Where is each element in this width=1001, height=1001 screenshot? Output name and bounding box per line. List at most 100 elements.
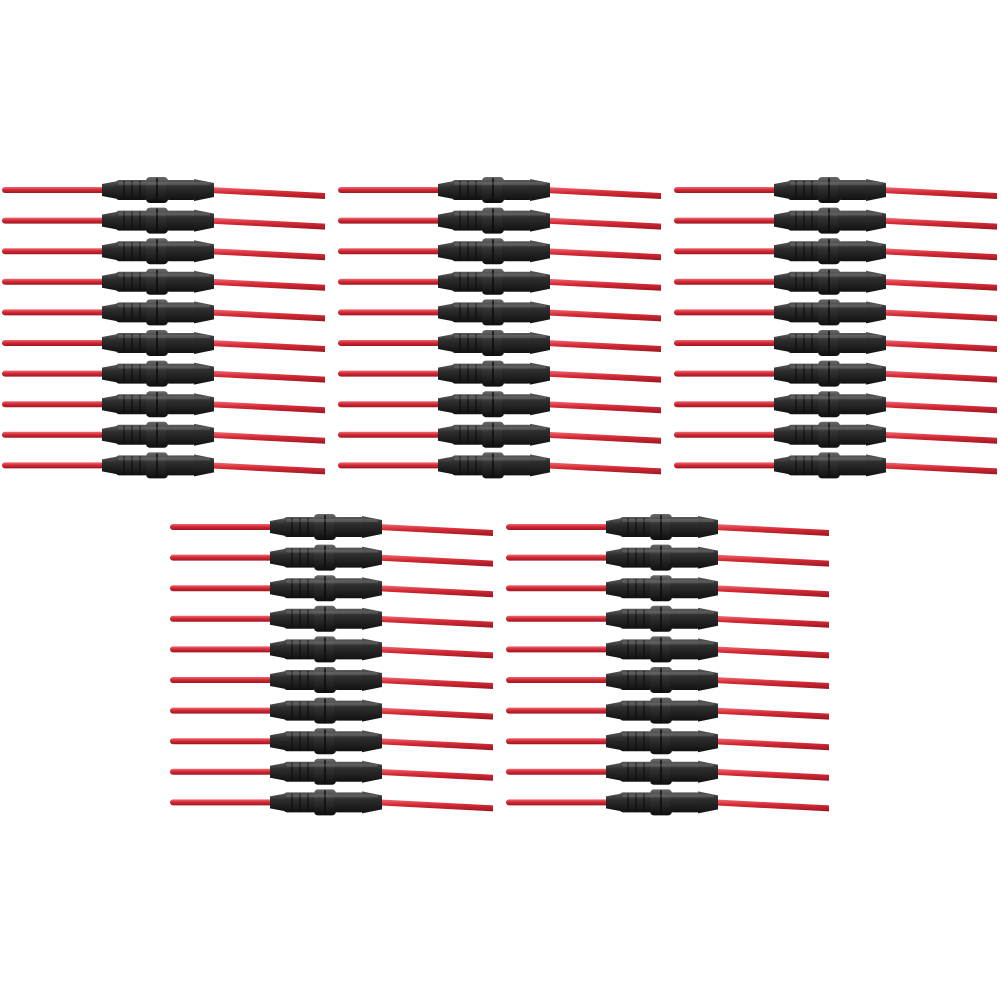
red-wire-left xyxy=(338,462,442,469)
red-wire-left xyxy=(506,677,610,683)
red-wire-left xyxy=(338,278,442,285)
fuse-holder-body xyxy=(774,360,886,387)
fuse-holder-body xyxy=(774,268,886,295)
fuse-holder-body xyxy=(606,789,718,816)
red-wire-right xyxy=(882,309,997,322)
red-wire-right xyxy=(714,585,829,598)
red-wire-left xyxy=(170,738,274,745)
red-wire-left xyxy=(506,585,610,592)
fuse-holder xyxy=(506,544,829,571)
fuse-holder xyxy=(2,207,325,234)
fuse-holder xyxy=(338,421,661,448)
fuse-holder xyxy=(2,330,325,356)
red-wire-right xyxy=(714,677,829,689)
fuse-holder-bundle-top-right xyxy=(674,177,997,479)
red-wire-right xyxy=(546,431,661,444)
red-wire-right xyxy=(714,799,829,812)
red-wire-left xyxy=(338,370,442,377)
fuse-holder-body xyxy=(270,667,382,693)
fuse-holder-bundle-top-left xyxy=(2,177,325,479)
fuse-holder xyxy=(338,207,661,234)
fuse-holder xyxy=(674,391,997,418)
red-wire-right xyxy=(378,524,493,536)
red-wire-left xyxy=(506,554,610,561)
fuse-holder xyxy=(506,789,829,816)
red-wire-right xyxy=(546,401,661,414)
fuse-holder-body xyxy=(102,421,214,448)
red-wire-left xyxy=(2,431,106,438)
red-wire-right xyxy=(378,768,493,781)
red-wire-left xyxy=(674,370,778,377)
fuse-holder-body xyxy=(606,514,718,540)
fuse-holder xyxy=(2,177,325,203)
red-wire-left xyxy=(170,768,274,775)
fuse-holder-body xyxy=(102,452,214,479)
red-wire-left xyxy=(674,309,778,316)
red-wire-right xyxy=(210,248,325,261)
red-wire-right xyxy=(378,615,493,628)
red-wire-right xyxy=(210,187,325,199)
red-wire-left xyxy=(170,585,274,592)
fuse-holder-body xyxy=(774,299,886,326)
fuse-holder-body xyxy=(606,605,718,632)
red-wire-right xyxy=(882,248,997,261)
red-wire-left xyxy=(506,615,610,622)
red-wire-right xyxy=(714,768,829,781)
fuse-holder-body xyxy=(102,360,214,387)
red-wire-right xyxy=(210,401,325,414)
red-wire-right xyxy=(882,217,997,230)
red-wire-left xyxy=(2,278,106,285)
fuse-holder-body xyxy=(438,238,550,265)
fuse-holder-body xyxy=(438,330,550,356)
red-wire-right xyxy=(378,554,493,567)
fuse-holder-body xyxy=(438,452,550,479)
fuse-holder xyxy=(170,514,493,540)
red-wire-right xyxy=(882,401,997,414)
red-wire-right xyxy=(378,677,493,689)
red-wire-right xyxy=(714,738,829,751)
red-wire-right xyxy=(378,585,493,598)
red-wire-right xyxy=(714,707,829,720)
fuse-holder xyxy=(674,452,997,479)
fuse-holder-body xyxy=(438,207,550,234)
fuse-holder xyxy=(506,697,829,724)
fuse-holder-body xyxy=(438,177,550,203)
red-wire-left xyxy=(170,615,274,622)
fuse-holder-body xyxy=(102,330,214,356)
fuse-holder xyxy=(338,360,661,387)
red-wire-left xyxy=(338,248,442,255)
red-wire-left xyxy=(2,248,106,255)
fuse-holder xyxy=(674,238,997,265)
red-wire-left xyxy=(506,738,610,745)
fuse-holder-body xyxy=(774,452,886,479)
fuse-holder xyxy=(2,299,325,326)
red-wire-left xyxy=(674,401,778,408)
fuse-holder xyxy=(170,544,493,571)
red-wire-right xyxy=(378,707,493,720)
fuse-holder-body xyxy=(438,360,550,387)
red-wire-right xyxy=(546,340,661,352)
red-wire-right xyxy=(210,278,325,291)
red-wire-left xyxy=(170,524,274,530)
fuse-holder xyxy=(2,268,325,295)
red-wire-left xyxy=(674,278,778,285)
fuse-holder-body xyxy=(270,728,382,755)
fuse-holder xyxy=(170,667,493,693)
fuse-holder xyxy=(506,758,829,785)
fuse-holder-body xyxy=(774,391,886,418)
fuse-holder xyxy=(506,667,829,693)
fuse-holder-body xyxy=(606,728,718,755)
fuse-holder xyxy=(2,238,325,265)
fuse-holder xyxy=(674,421,997,448)
red-wire-right xyxy=(882,370,997,383)
fuse-holder xyxy=(170,605,493,632)
fuse-holder-body xyxy=(102,177,214,203)
fuse-holder xyxy=(338,238,661,265)
red-wire-left xyxy=(2,370,106,377)
fuse-holder xyxy=(674,360,997,387)
red-wire-right xyxy=(378,646,493,659)
red-wire-left xyxy=(170,707,274,714)
red-wire-right xyxy=(546,309,661,322)
fuse-holder-body xyxy=(606,544,718,571)
